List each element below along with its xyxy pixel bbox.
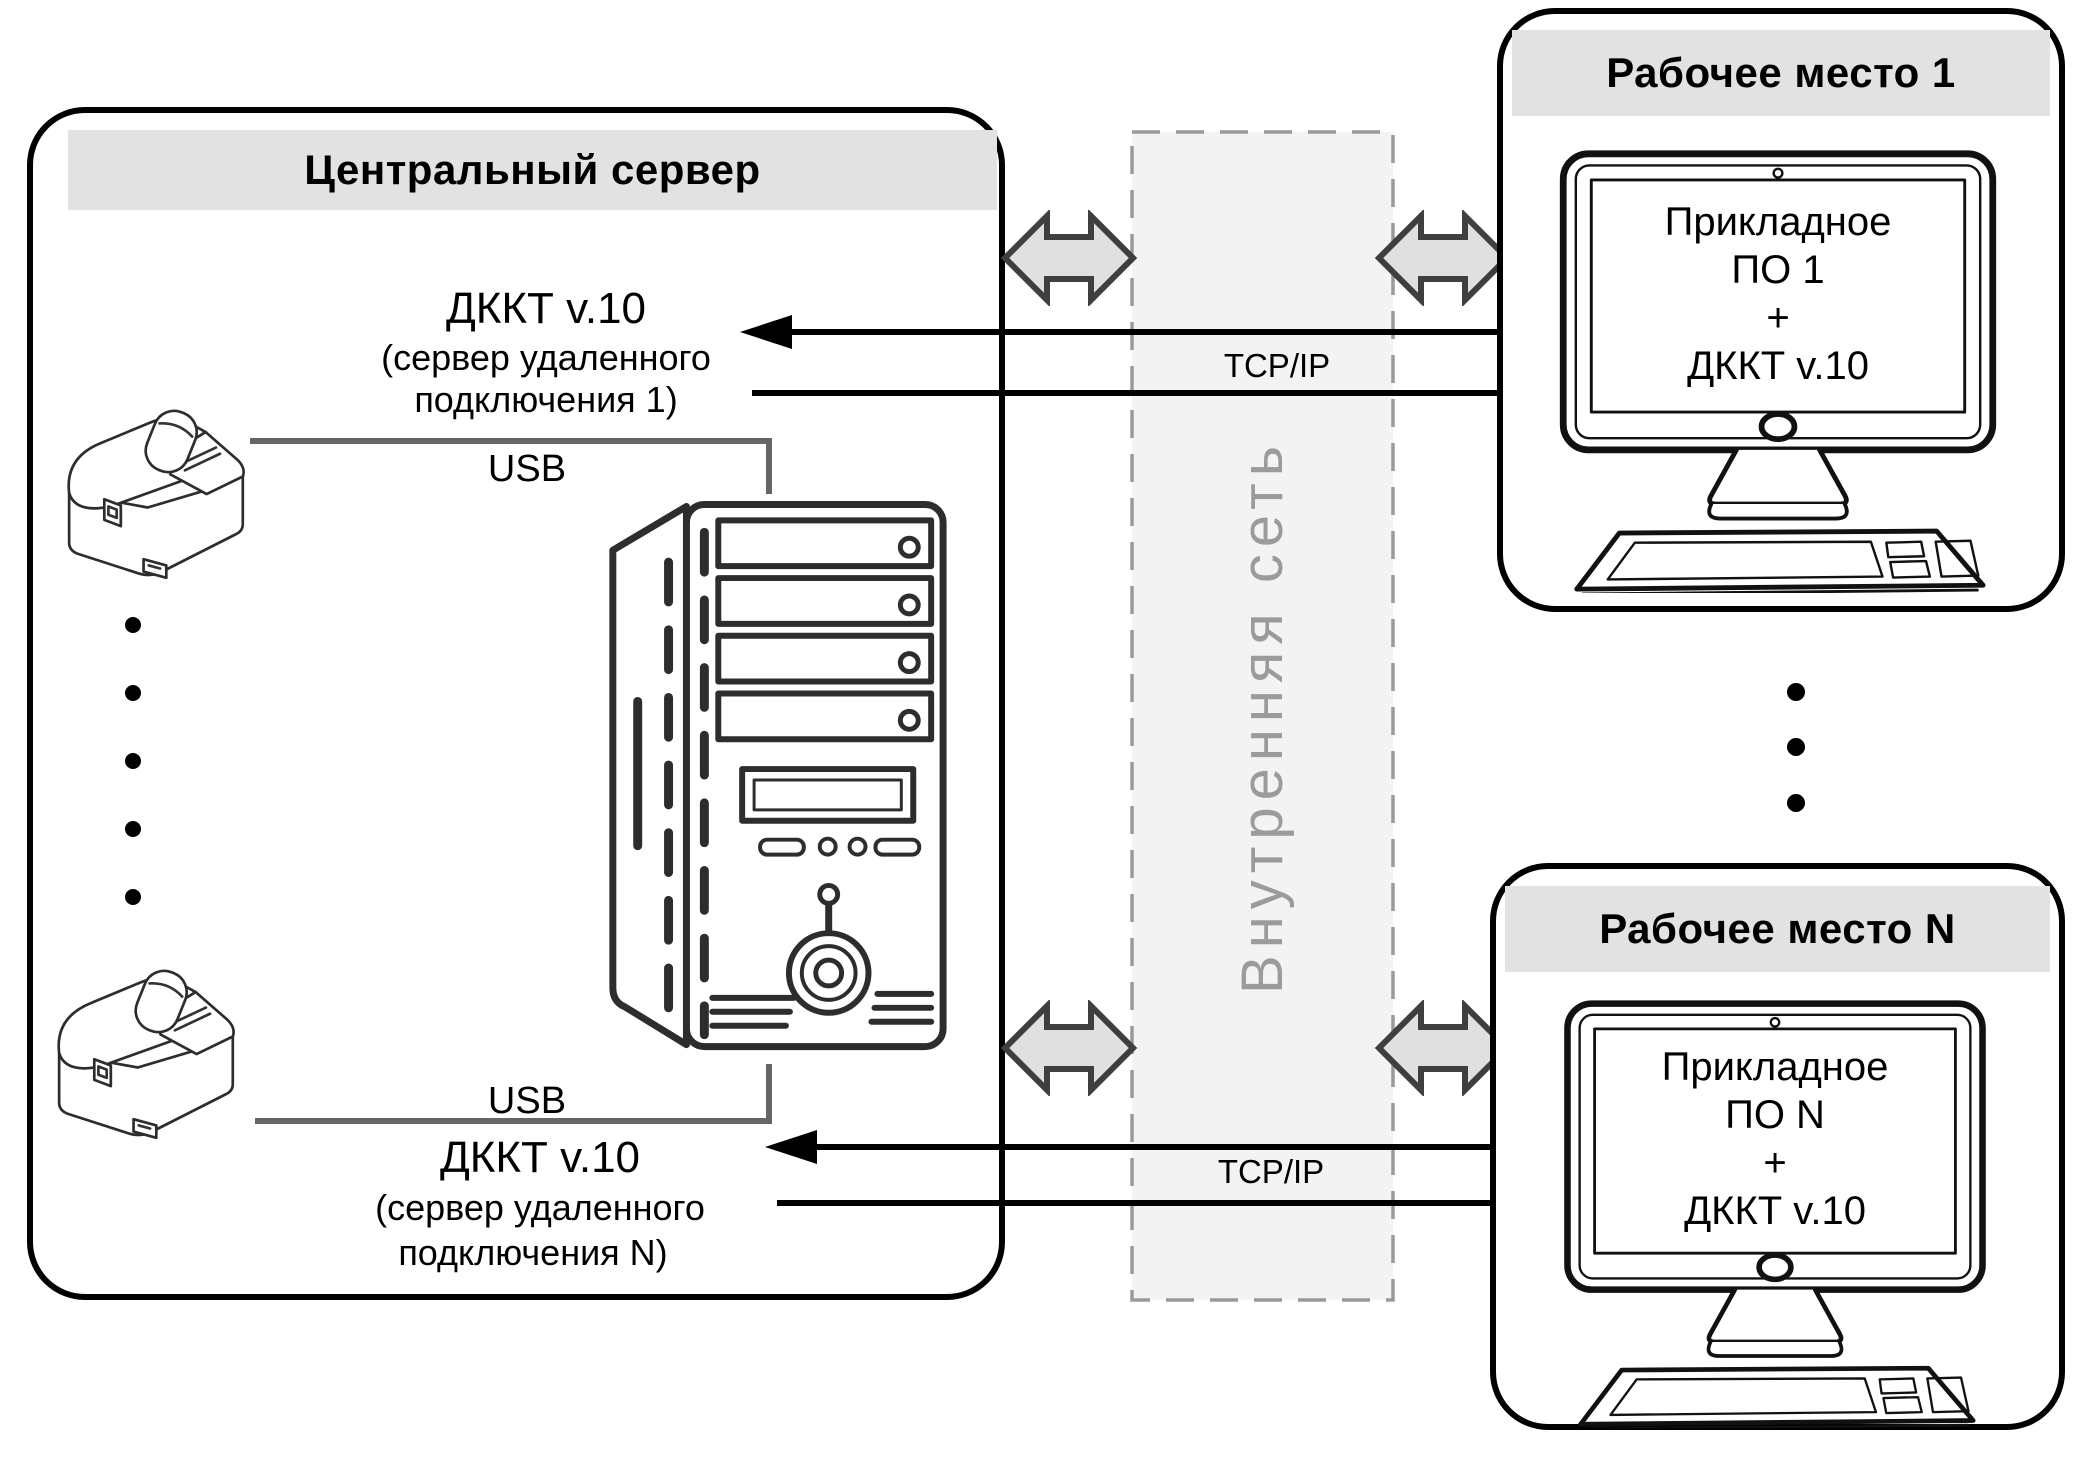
screen-text: ПО N	[1725, 1093, 1825, 1137]
screen-text: +	[1766, 296, 1790, 340]
connection-bottom-line1: ДККТ v.10	[439, 1133, 641, 1182]
ellipsis-dot	[125, 685, 141, 701]
network-link-arrow-icon	[1000, 210, 1138, 306]
internal-network-band	[1130, 130, 1395, 1302]
ellipsis-dot	[125, 617, 141, 633]
usb-wire-top	[250, 438, 772, 444]
screen-text: Прикладное	[1664, 200, 1892, 244]
usb-wire-bottom-stub	[766, 1064, 772, 1124]
workstation-computer-icon	[1559, 150, 1997, 593]
usb-label-top: USB	[487, 448, 567, 490]
connection-top-line3: подключения 1)	[414, 379, 678, 420]
workstation-n-header: Рабочее место N	[1505, 886, 2050, 972]
workstation-1-title: Рабочее место 1	[1606, 49, 1956, 96]
connection-top-line1: ДККТ v.10	[445, 284, 647, 333]
ellipsis-dot	[1787, 683, 1805, 701]
central-server-title: Центральный сервер	[304, 146, 761, 193]
ellipsis-dot	[1787, 794, 1805, 812]
usb-wire-top-stub	[766, 438, 772, 494]
internal-network-label-wrap: Внутренняя сеть	[1130, 130, 1395, 1302]
arrow-left-icon	[740, 315, 792, 349]
connection-top-line2: (сервер удаленного	[381, 337, 711, 378]
arrow-left-icon	[765, 1130, 817, 1164]
usb-wire-bottom	[255, 1118, 772, 1124]
data-flow-line-to-server	[782, 329, 1565, 335]
usb-label-bottom: USB	[487, 1080, 567, 1122]
workstation-computer-icon	[1564, 1000, 1986, 1428]
ellipsis-dot	[125, 821, 141, 837]
central-server-header: Центральный сервер	[68, 130, 997, 210]
screen-text: Прикладное	[1661, 1045, 1889, 1089]
data-flow-line-to-workstation	[777, 1200, 1526, 1206]
connection-bottom-line2: (сервер удаленного	[375, 1187, 705, 1228]
receipt-printer-icon	[57, 969, 235, 1140]
network-link-arrow-icon	[1374, 210, 1512, 306]
internal-network-label: Внутренняя сеть	[1230, 438, 1295, 994]
tcp-ip-label-top: TCP/IP	[1223, 347, 1331, 384]
receipt-printer-icon	[67, 409, 245, 580]
tcp-ip-label-bottom: TCP/IP	[1217, 1153, 1325, 1190]
workstation-n-title: Рабочее место N	[1599, 905, 1956, 952]
data-flow-line-to-server	[807, 1144, 1565, 1150]
data-flow-line-to-workstation	[752, 390, 1528, 396]
screen-text: +	[1763, 1141, 1787, 1185]
ellipsis-dot	[125, 889, 141, 905]
server-tower-icon	[609, 500, 947, 1051]
screen-text: ДККТ v.10	[1687, 344, 1869, 388]
screen-text: ПО 1	[1731, 248, 1825, 292]
workstation-1-header: Рабочее место 1	[1512, 30, 2050, 116]
ellipsis-dot	[1787, 738, 1805, 756]
screen-text: ДККТ v.10	[1684, 1189, 1866, 1233]
ellipsis-dot	[125, 753, 141, 769]
network-link-arrow-icon	[1000, 1000, 1138, 1096]
connection-bottom-line3: подключения N)	[398, 1232, 668, 1273]
